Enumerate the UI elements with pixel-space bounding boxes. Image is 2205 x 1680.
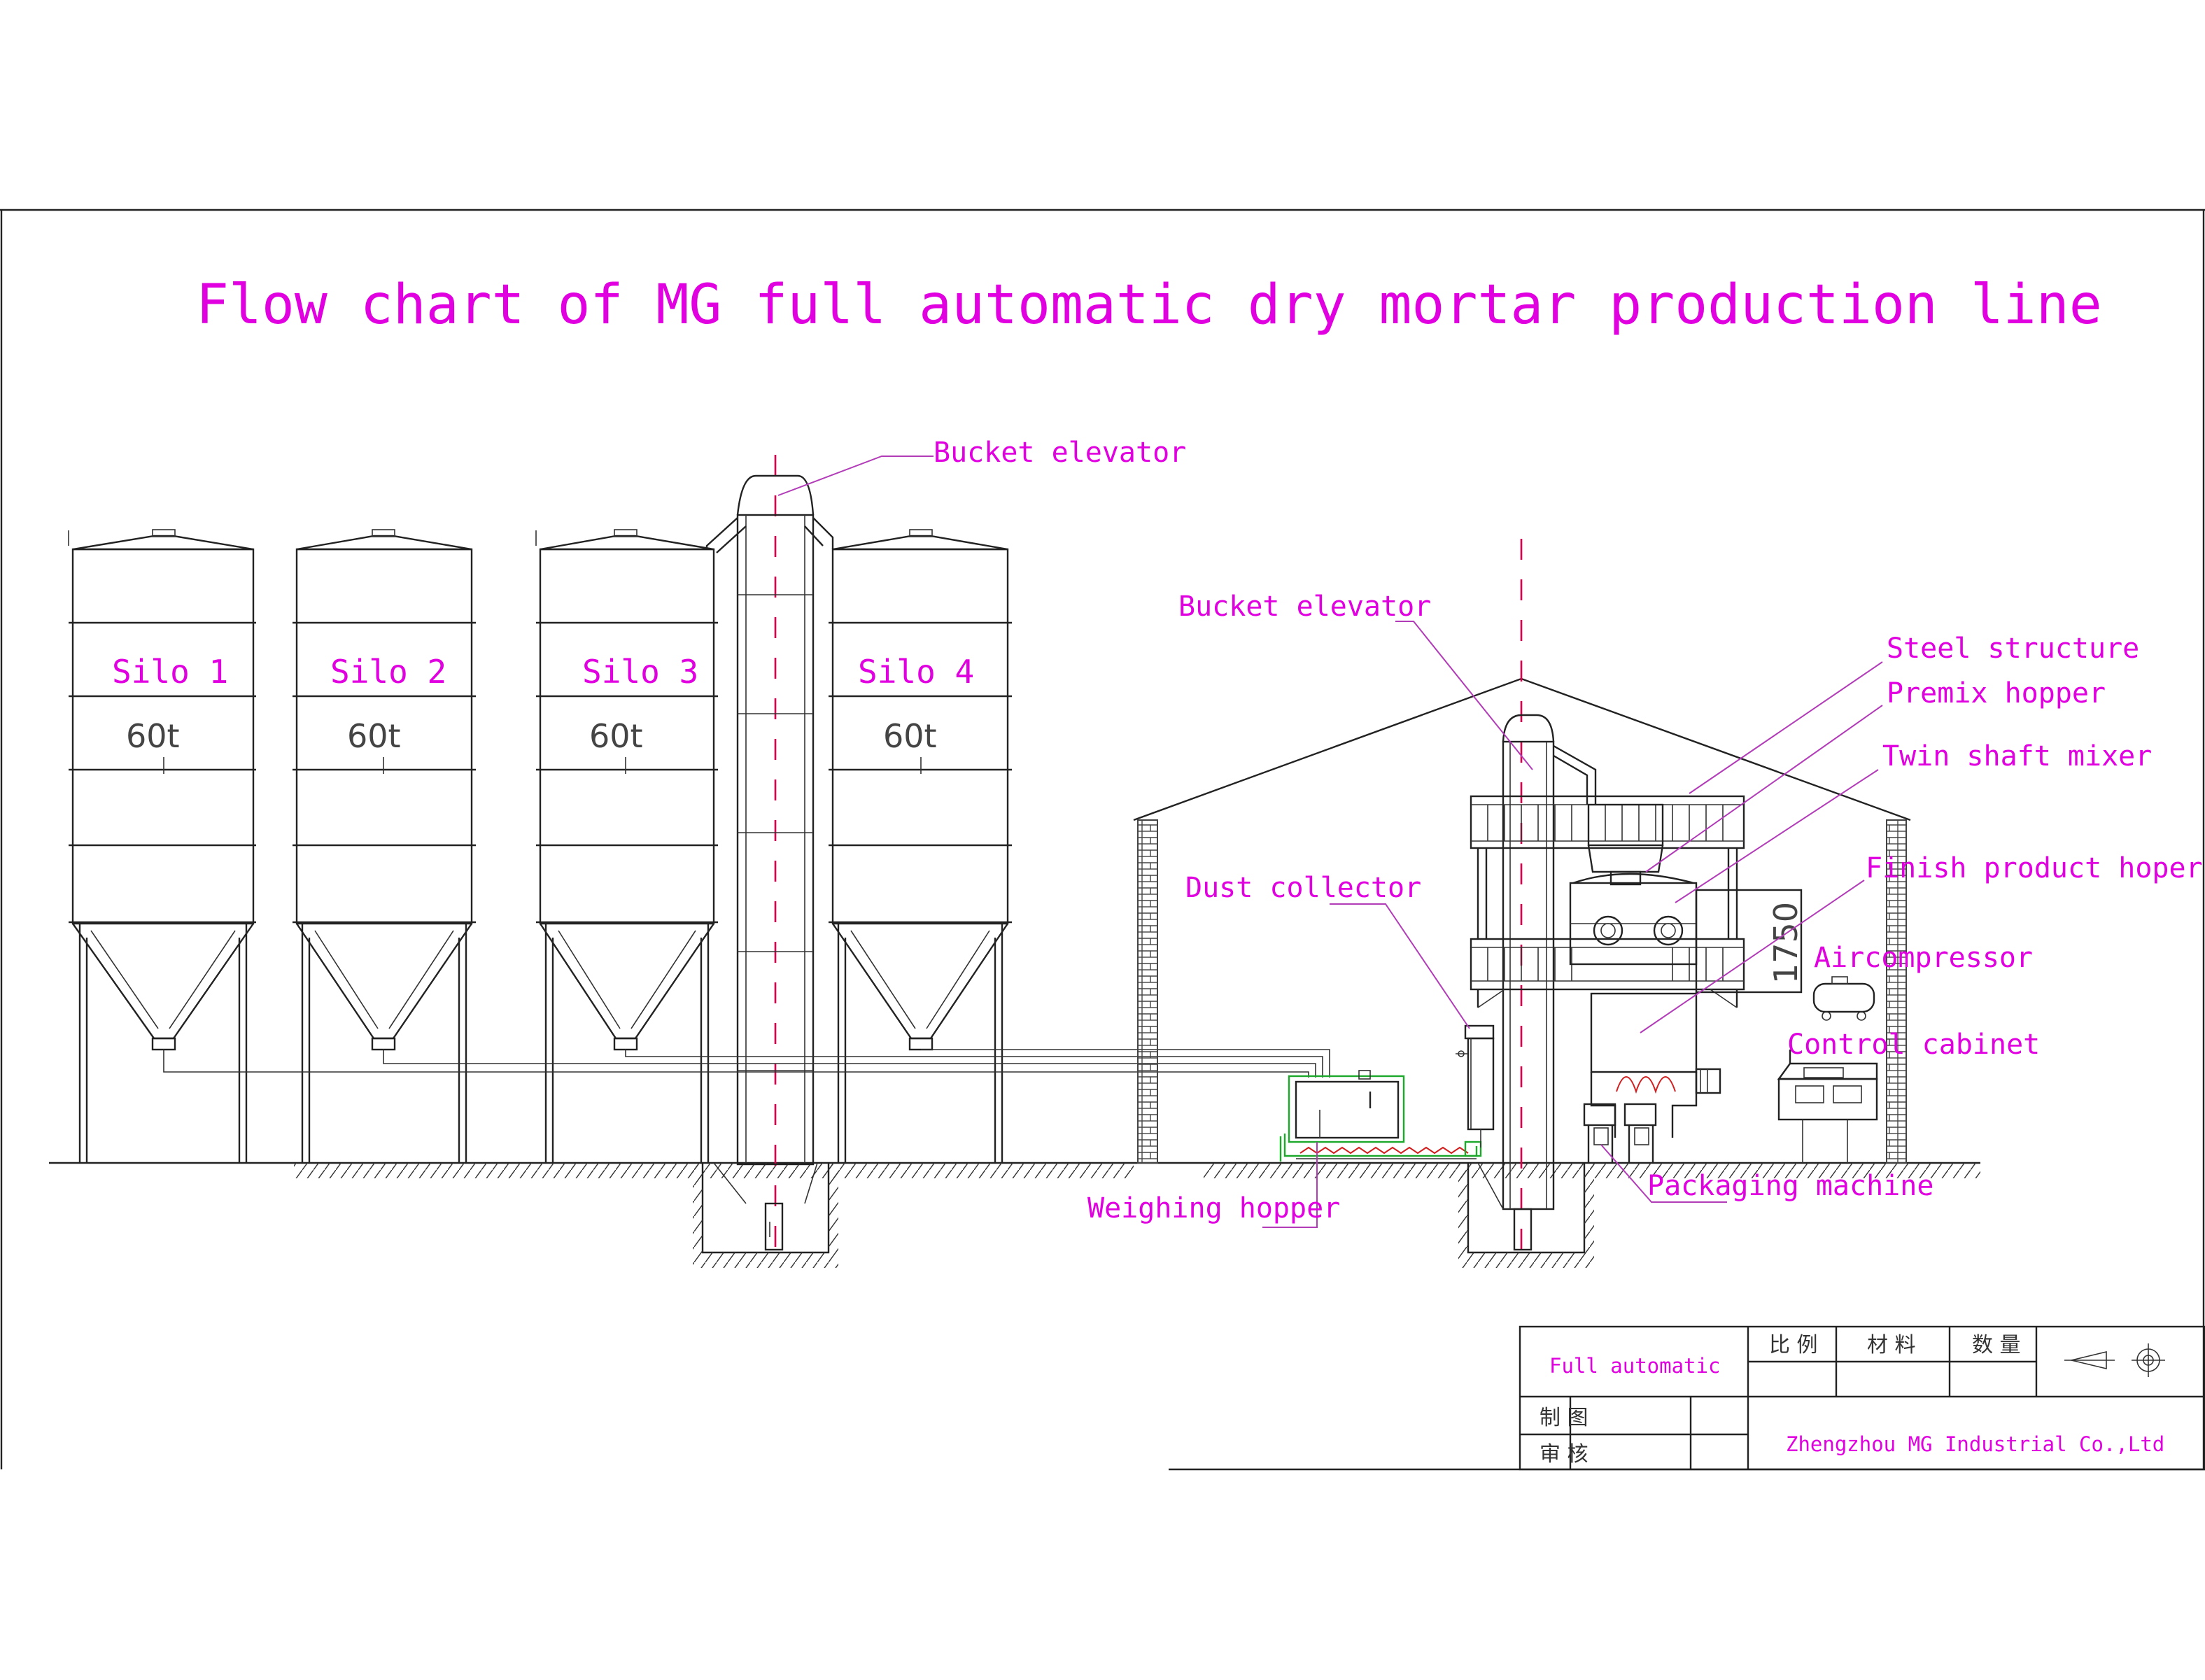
twin-shaft-mixer: 1750: [1569, 873, 1805, 994]
drawing-frame: [0, 209, 2205, 1471]
packaging-machine: [1583, 1103, 1657, 1163]
silo-2: [293, 529, 476, 1163]
silo-1-label: Silo 1: [112, 653, 228, 691]
title-block: [1519, 1325, 2205, 1471]
indoor-bucket-elevator: [1458, 539, 1597, 1268]
silo-1: [68, 529, 256, 1163]
dust-collector: [1456, 1024, 1495, 1148]
control-cabinet-label: Control cabinet: [1787, 1029, 2040, 1061]
quantity-header: 数 量: [1972, 1333, 2021, 1357]
drawn-by-label: 制 图: [1540, 1406, 1588, 1430]
steel-structure-label: Steel structure: [1887, 633, 2139, 665]
silo-4: [829, 529, 1012, 1163]
chart-title: Flow chart of MG full automatic dry mort…: [196, 274, 2102, 337]
finish-product-hopper: [1590, 992, 1721, 1138]
premix-hopper-label: Premix hopper: [1887, 677, 2106, 710]
building: [1133, 677, 1911, 1164]
air-compressor: [1812, 976, 1875, 1021]
material-header: 材 料: [1867, 1333, 1916, 1357]
checked-by-label: 审 核: [1540, 1442, 1588, 1467]
packaging-machine-label: Packaging machine: [1647, 1170, 1933, 1202]
indoor-bucket-elevator-label: Bucket elevator: [1178, 591, 1431, 623]
air-compressor-label: Aircompressor: [1814, 942, 2033, 974]
silo-4-capacity: 60t: [883, 717, 937, 755]
silo-3: [535, 529, 718, 1163]
twin-shaft-mixer-label: Twin shaft mixer: [1882, 740, 2152, 772]
scale-header: 比 例: [1769, 1333, 1818, 1357]
company-name: Zhengzhou MG Industrial Co.,Ltd: [1786, 1432, 2164, 1456]
silo-3-label: Silo 3: [582, 653, 698, 691]
control-cabinet: [1777, 1050, 1878, 1163]
silo-4-label: Silo 4: [858, 653, 974, 691]
silo-discharge-conveyors: [163, 1049, 1330, 1078]
silo-2-label: Silo 2: [330, 653, 446, 691]
steel-structure: [1470, 795, 1745, 1008]
drawing-name: Full automatic: [1549, 1354, 1720, 1378]
silo-2-capacity: 60t: [347, 717, 401, 755]
outdoor-bucket-elevator: [693, 455, 838, 1268]
silo-1-capacity: 60t: [126, 717, 180, 755]
silo-3-capacity: 60t: [589, 717, 643, 755]
outdoor-bucket-elevator-label: Bucket elevator: [934, 437, 1186, 469]
weighing-hopper: [1279, 1070, 1482, 1162]
weighing-hopper-label: Weighing hopper: [1087, 1192, 1340, 1224]
premix-hopper: [1587, 803, 1664, 886]
finish-product-hopper-label: Finish product hoper: [1866, 852, 2203, 884]
dust-collector-label: Dust collector: [1185, 872, 1421, 904]
